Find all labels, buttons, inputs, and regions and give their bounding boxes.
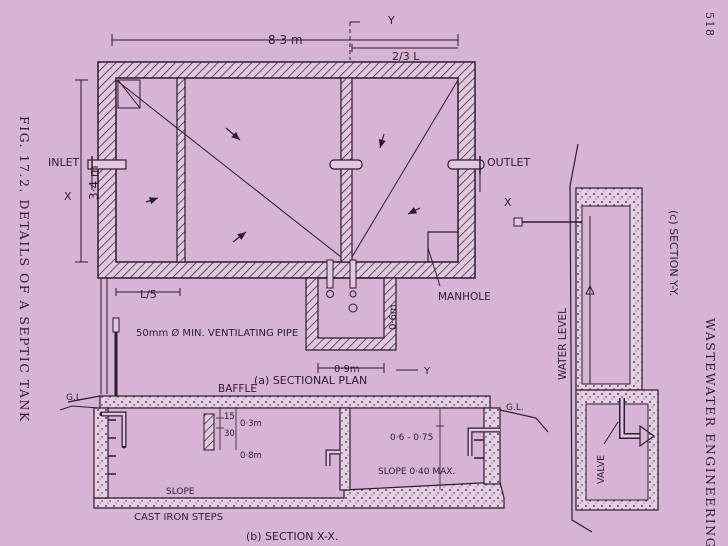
manhole [305, 259, 397, 351]
dim-30-label: 30 [224, 429, 235, 439]
inlet-label: INLET [48, 156, 80, 169]
y-marker-top: Y [387, 14, 395, 27]
plan-corner-box [117, 79, 141, 109]
top-slab [99, 395, 491, 409]
vent-pipe-label: 50mm Ø MIN. VENTILATING PIPE [136, 327, 298, 339]
x-marker-left: X [64, 190, 72, 203]
l-fifth-label: L/5 [140, 288, 157, 301]
dim-03-label: 0·3m [240, 419, 262, 429]
baffle-board [203, 413, 215, 451]
section-xx-caption: (b) SECTION X-X. [246, 530, 338, 543]
dim-15-label: 15 [224, 412, 235, 422]
section-xx: 50mm Ø MIN. VENTILATING PIPE BAFFLE G.L.… [59, 317, 549, 543]
manhole-width-label: 0·9m [334, 364, 360, 375]
cast-iron-steps-label: CAST IRON STEPS [134, 512, 223, 523]
width-dim-label: 3·4 m [87, 165, 101, 200]
valve-icon [639, 424, 656, 448]
running-header: WASTEWATER ENGINEERING [703, 318, 718, 546]
outlet-label: OUTLET [487, 156, 531, 169]
two-thirds-l-label: 2/3 L [392, 50, 420, 63]
figure-caption: FIG. 17.2. DETAILS OF A SEPTIC TANK [17, 116, 32, 423]
vent-pipe-text: 50mm Ø MIN. VENTILATING PIPE [136, 327, 298, 339]
sectional-plan-caption: (a) SECTIONAL PLAN [254, 374, 367, 387]
inlet-pipe [87, 156, 127, 174]
length-dim-label: 8·3 m [268, 33, 303, 47]
sectional-plan: 8·3 m Y 2/3 L 3·4 m L/5 INLET OUTLET X X… [48, 14, 531, 394]
slope-right-label: SLOPE 0·40 MAX. [378, 467, 455, 477]
plan-baffle-wall [176, 77, 186, 263]
partition-pipe [329, 159, 363, 170]
bottom-slab [93, 481, 505, 509]
y-marker-bottom: Y [423, 366, 431, 377]
water-level-label: WATER LEVEL [557, 308, 569, 380]
right-end-wall [483, 407, 501, 485]
depth-range-label: 0·6 - 0·75 [390, 433, 433, 443]
section-yy-caption: (c) SECTION Y-Y. [667, 210, 680, 296]
manhole-depth-label: 0·6m [388, 304, 399, 330]
dim-08-label: 0·8m [240, 451, 262, 461]
plan-partition-wall [340, 77, 353, 263]
flow-arrows [145, 127, 421, 243]
manhole-label: MANHOLE [438, 291, 491, 303]
gl-right-label: G.L. [506, 403, 524, 413]
baffle-label: BAFFLE [218, 383, 257, 395]
cast-iron-steps [108, 419, 484, 475]
x-marker-right: X [504, 196, 512, 209]
section-partition [339, 407, 351, 491]
section-yy: WATER LEVEL VALVE (c) SECTION Y-Y. [513, 143, 680, 533]
valve-label: VALVE [596, 455, 607, 484]
left-end-wall [93, 407, 109, 499]
slope-left-label: SLOPE [166, 487, 195, 497]
outlet-pipe [447, 156, 485, 174]
gl-left-label: G.L. [66, 393, 84, 403]
page-number: 518 [703, 12, 716, 38]
plan-walls [97, 61, 476, 279]
